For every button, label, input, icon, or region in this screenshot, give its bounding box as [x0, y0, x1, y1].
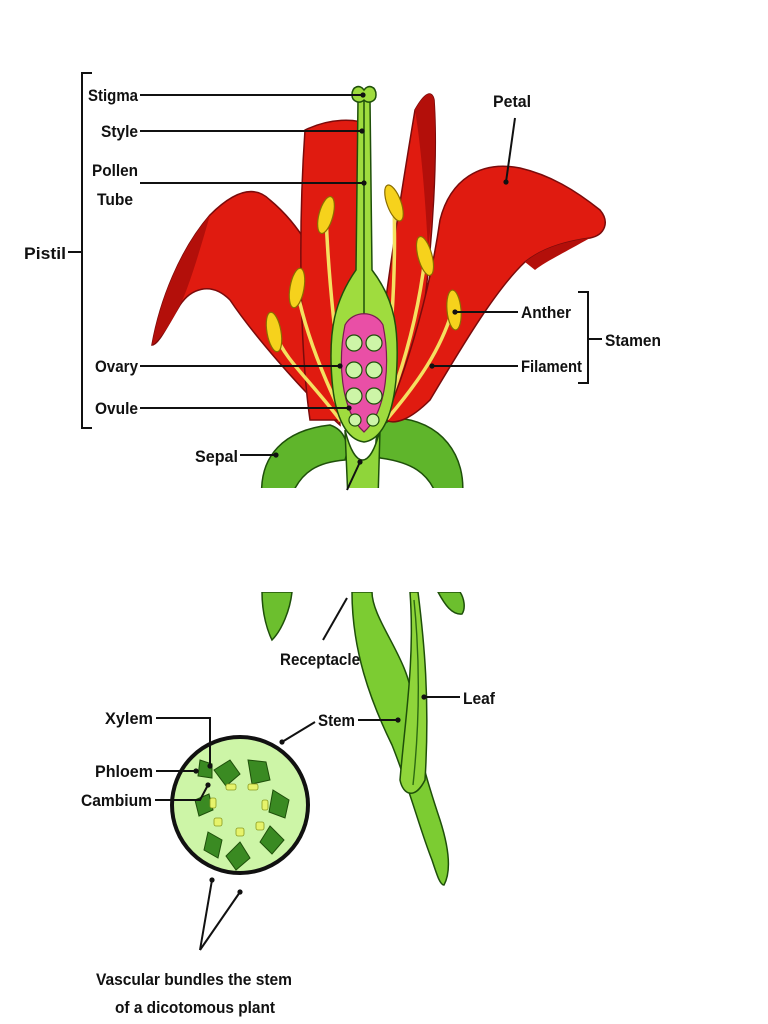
label-style: Style	[101, 122, 138, 141]
caption-line2: of a dicotomous plant	[115, 998, 275, 1017]
petal-right	[384, 165, 606, 423]
label-ovary: Ovary	[95, 357, 138, 376]
label-stem: Stem	[318, 711, 355, 730]
label-receptacle: Receptacle	[280, 650, 360, 669]
petal-left-shade	[152, 215, 210, 345]
stem-illustration	[261, 592, 465, 886]
petal-right-shade	[525, 238, 590, 270]
leaf	[399, 592, 428, 794]
leaf-vein	[412, 599, 420, 786]
label-pollen-tube-line2: Tube	[97, 190, 133, 209]
label-stamen: Stamen	[605, 331, 661, 350]
stem	[351, 592, 450, 886]
stem-callouts: Receptacle Leaf Stem Xylem Phloem Cambiu…	[81, 597, 495, 1017]
label-cambium: Cambium	[81, 791, 152, 810]
flower-illustration	[151, 85, 606, 488]
stamen-bracket	[578, 291, 589, 384]
pistil-bracket	[81, 72, 92, 429]
sepal-left	[260, 424, 348, 488]
label-ovule: Ovule	[95, 399, 138, 418]
caption-line1: Vascular bundles the stem	[96, 970, 292, 989]
stem-cross-section	[170, 735, 310, 875]
label-filament: Filament	[521, 357, 582, 376]
label-sepal: Sepal	[195, 447, 238, 466]
label-phloem: Phloem	[95, 762, 153, 781]
label-anther: Anther	[521, 303, 571, 322]
flower-callouts: Stigma Style Pollen Tube Pistil Ovary Ov…	[24, 72, 661, 491]
petal-back-right-shade	[415, 94, 436, 250]
ovules	[345, 334, 383, 427]
label-xylem: Xylem	[105, 709, 153, 728]
label-leaf: Leaf	[463, 689, 495, 708]
label-pistil: Pistil	[24, 244, 66, 263]
label-stigma: Stigma	[88, 86, 138, 105]
label-pollen-tube-line1: Pollen	[92, 161, 138, 180]
sepal-right	[375, 417, 464, 488]
label-petal: Petal	[493, 92, 531, 111]
sepal-remnant-right	[437, 592, 465, 615]
sepal-remnant-left	[261, 592, 293, 642]
